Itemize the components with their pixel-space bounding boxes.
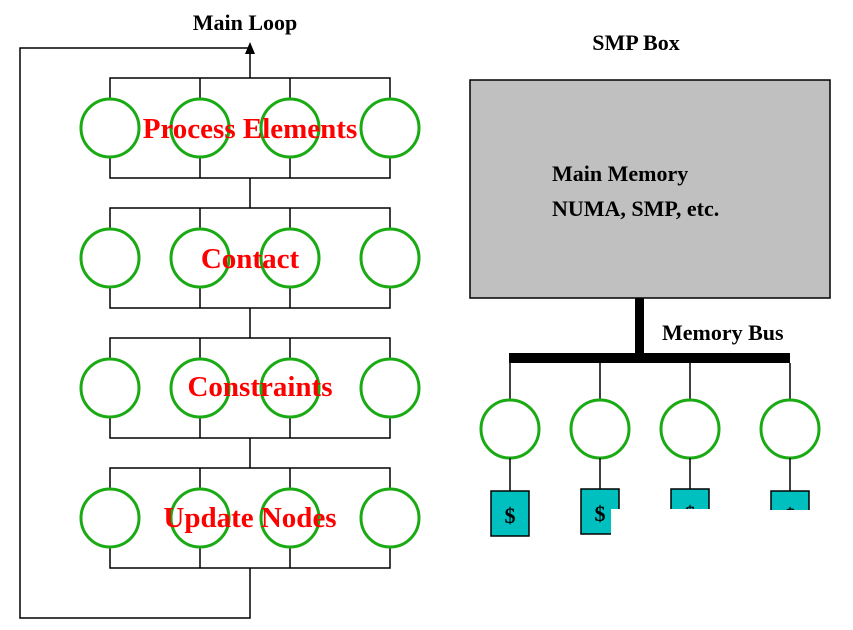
process-node	[259, 487, 321, 549]
process-node	[259, 227, 321, 289]
processor-node	[569, 398, 631, 460]
cache-label: $	[595, 501, 606, 526]
process-node	[79, 487, 141, 549]
process-node	[359, 357, 421, 419]
process-node	[359, 487, 421, 549]
processor: $	[759, 363, 821, 540]
cache-occlusion	[765, 510, 817, 540]
bus-bar	[509, 353, 790, 363]
processor-node	[479, 398, 541, 460]
stage-label-update-nodes: Update Nodes	[163, 502, 336, 534]
process-node	[169, 357, 231, 419]
cache-box	[490, 490, 530, 537]
memory-label-line2: NUMA, SMP, etc.	[552, 196, 719, 221]
memory-bus-label: Memory Bus	[662, 320, 784, 345]
stage-label-constraints: Constraints	[187, 371, 332, 403]
process-node	[169, 97, 231, 159]
cache-occlusion	[665, 509, 717, 539]
process-node	[79, 227, 141, 289]
stage-label-process-elements: Process Elements	[143, 113, 358, 145]
stage-constraints: Constraints	[79, 337, 421, 439]
process-node	[169, 227, 231, 289]
process-node	[359, 227, 421, 289]
processor-node	[759, 398, 821, 460]
memory-label-line1: Main Memory	[552, 161, 688, 186]
stage-update-nodes: Update Nodes	[79, 467, 421, 569]
main-loop-label: Main Loop	[193, 10, 298, 35]
loop-arrow-head-icon	[245, 42, 255, 54]
main-loop-path	[19, 42, 255, 619]
stage-process-elements: Process Elements	[79, 77, 421, 179]
bus-trunk	[635, 298, 644, 358]
processor: $	[569, 363, 631, 539]
stage-contact: Contact	[79, 207, 421, 309]
processor: $	[479, 363, 541, 537]
memory-bus	[509, 298, 790, 363]
main-memory-box: Main Memory NUMA, SMP, etc.	[469, 79, 831, 299]
processor-node	[659, 398, 721, 460]
process-node	[79, 357, 141, 419]
memory-box-rect	[469, 79, 831, 299]
process-node	[259, 357, 321, 419]
process-node	[79, 97, 141, 159]
cache-label: $	[505, 503, 516, 528]
processor: $	[659, 363, 721, 539]
smp-box-title: SMP Box	[592, 30, 679, 55]
cache-occlusion	[611, 509, 625, 539]
process-node	[359, 97, 421, 159]
process-node	[259, 97, 321, 159]
process-node	[169, 487, 231, 549]
stage-label-contact: Contact	[201, 243, 300, 275]
